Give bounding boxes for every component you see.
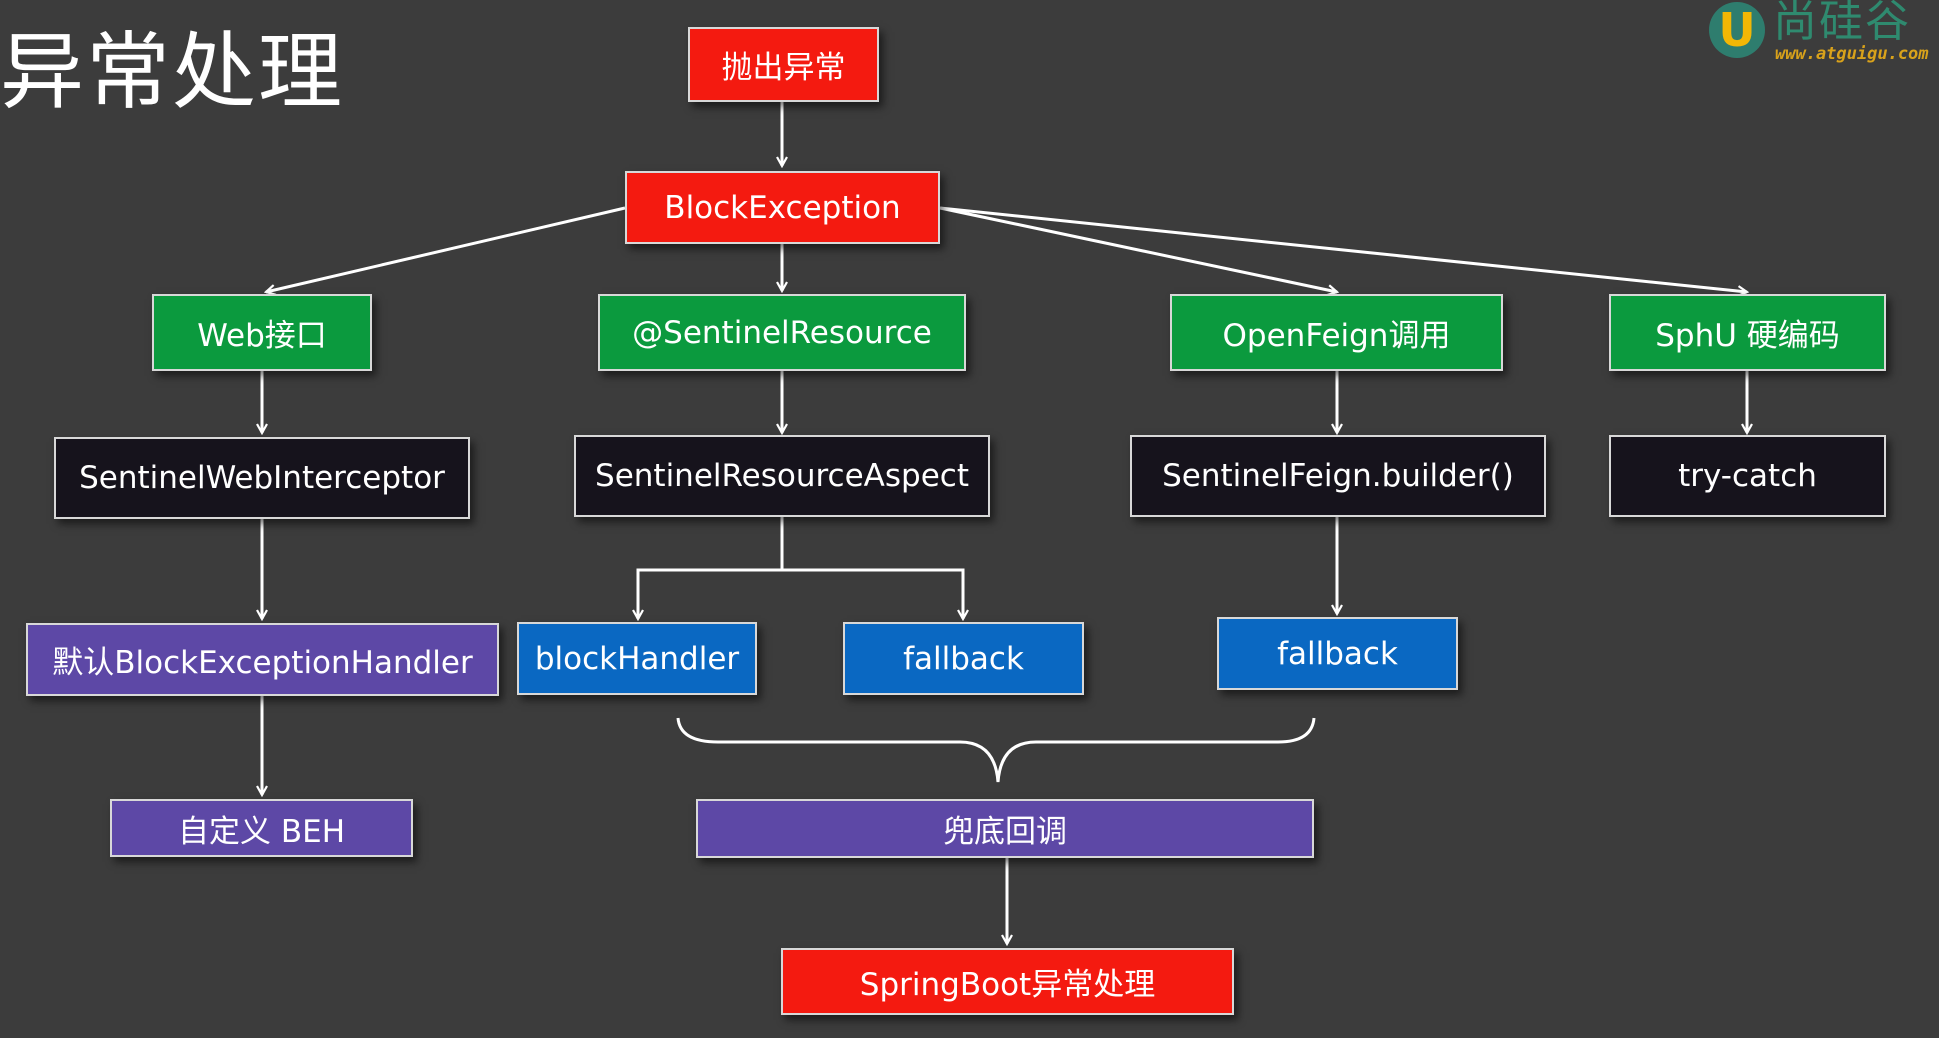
node-custom-beh: 自定义 BEH (110, 799, 413, 857)
node-throw-exception: 抛出异常 (688, 27, 879, 102)
node-fallback-resource: fallback (843, 622, 1084, 695)
page-title: 异常处理 (0, 23, 345, 121)
node-sphu-hardcode: SphU 硬编码 (1609, 294, 1886, 371)
brace-merge (676, 717, 1316, 783)
arrow-aspect-to-fallback (782, 568, 963, 619)
logo-name: 尚硅谷 (1773, 0, 1911, 47)
logo-url: www.atguigu.com (1775, 44, 1929, 64)
node-sentinel-resource: @SentinelResource (598, 294, 966, 371)
node-fallback-feign: fallback (1217, 617, 1458, 690)
node-fallback-callback: 兜底回调 (696, 799, 1314, 858)
node-springboot-exception: SpringBoot异常处理 (781, 948, 1234, 1015)
arrow-aspect-split (638, 517, 784, 619)
arrow-block-to-web (266, 206, 626, 292)
node-try-catch: try-catch (1609, 435, 1886, 517)
node-sentinel-feign-builder: SentinelFeign.builder() (1130, 435, 1546, 517)
brand-logo: U 尚硅谷 www.atguigu.com (1699, 0, 1939, 70)
node-sentinel-resource-aspect: SentinelResourceAspect (574, 435, 990, 517)
logo-mark-icon: U (1709, 2, 1765, 58)
node-block-exception: BlockException (625, 171, 940, 244)
node-openfeign-call: OpenFeign调用 (1170, 294, 1503, 371)
node-sentinel-web-interceptor: SentinelWebInterceptor (54, 437, 470, 519)
node-default-block-exception-handler: 默认BlockExceptionHandler (26, 623, 499, 696)
node-web-interface: Web接口 (152, 294, 372, 371)
arrow-block-to-feign (939, 206, 1337, 292)
arrow-block-to-sphu (939, 206, 1747, 292)
node-block-handler: blockHandler (517, 622, 757, 695)
